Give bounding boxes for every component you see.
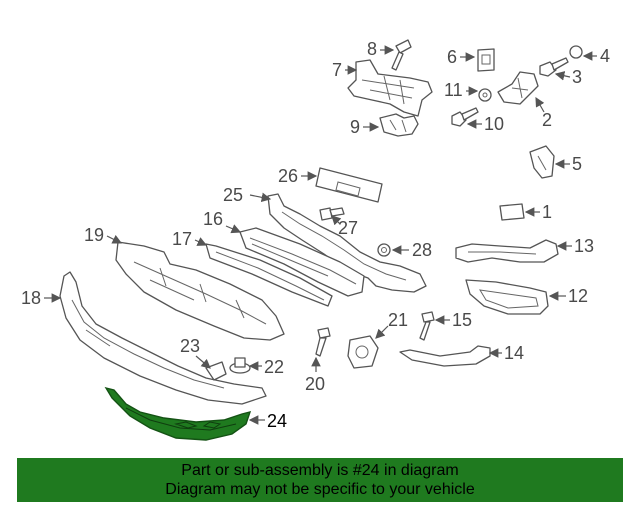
callout-3[interactable]: 3: [572, 67, 582, 87]
callout-20[interactable]: 20: [305, 374, 325, 394]
callout-25[interactable]: 25: [223, 185, 243, 205]
part-17-strip[interactable]: [205, 243, 333, 307]
callout-27[interactable]: 27: [338, 218, 358, 238]
callout-11[interactable]: 11: [444, 80, 463, 100]
part-26-plate[interactable]: [315, 167, 383, 203]
part-24-lower-trim[interactable]: [104, 386, 252, 441]
part-22-nut[interactable]: [229, 357, 251, 374]
part-6-clip[interactable]: [477, 48, 495, 72]
callout-7[interactable]: 7: [332, 60, 342, 80]
banner-line-2: Diagram may not be specific to your vehi…: [165, 481, 475, 498]
part-25-support-bar[interactable]: [267, 193, 427, 293]
callout-23[interactable]: 23: [180, 336, 200, 356]
callout-14[interactable]: 14: [504, 343, 524, 363]
leader-27: [331, 215, 342, 226]
callout-13[interactable]: 13: [574, 236, 594, 256]
callout-21[interactable]: 21: [388, 310, 408, 330]
callout-5[interactable]: 5: [572, 154, 582, 174]
part-18-bumper-cover[interactable]: [59, 271, 267, 405]
callout-8[interactable]: 8: [367, 39, 377, 59]
part-1-clip[interactable]: [499, 203, 525, 221]
part-9-bracket[interactable]: [379, 113, 419, 137]
part-23-clip[interactable]: [205, 361, 227, 381]
callout-1[interactable]: 1: [542, 202, 552, 222]
part-11-washer[interactable]: [478, 88, 492, 102]
callout-16[interactable]: 16: [203, 209, 223, 229]
leader-25: [249, 192, 272, 203]
callout-10[interactable]: 10: [484, 114, 504, 134]
part-7-bracket[interactable]: [347, 59, 433, 117]
part-8-bolt[interactable]: [391, 39, 412, 71]
leader-19: [106, 234, 123, 244]
leader-21: [375, 325, 389, 339]
part-13-trim[interactable]: [455, 239, 559, 263]
callout-2[interactable]: 2: [542, 110, 552, 130]
callout-6[interactable]: 6: [447, 47, 457, 67]
part-10-bolt[interactable]: [451, 107, 479, 127]
callout-17[interactable]: 17: [172, 229, 192, 249]
part-20-screw[interactable]: [315, 327, 331, 357]
part-24-fill: [104, 386, 252, 441]
callout-18[interactable]: 18: [21, 288, 41, 308]
part-4-washer[interactable]: [569, 45, 583, 59]
banner-line-1: Part or sub-assembly is #24 in diagram: [181, 462, 459, 479]
leader-23: [195, 355, 211, 369]
callout-15[interactable]: 15: [452, 310, 472, 330]
part-15-bolt[interactable]: [419, 311, 435, 341]
callout-26[interactable]: 26: [278, 166, 298, 186]
part-3-bolt[interactable]: [539, 57, 569, 77]
leader-16: [225, 224, 242, 234]
callout-12[interactable]: 12: [568, 286, 588, 306]
callout-9[interactable]: 9: [350, 117, 360, 137]
callout-28[interactable]: 28: [412, 240, 432, 260]
part-21-sensor[interactable]: [347, 335, 379, 369]
callout-4[interactable]: 4: [600, 46, 610, 66]
leader-17: [194, 237, 208, 246]
part-2-mount[interactable]: [497, 71, 539, 105]
callout-19[interactable]: 19: [84, 225, 104, 245]
info-banner: Part or sub-assembly is #24 in diagram D…: [17, 458, 623, 502]
leader-2: [535, 96, 545, 113]
callout-22[interactable]: 22: [264, 357, 284, 377]
parts-diagram: 8 7 6 11 9 10 4 3: [21, 39, 610, 441]
part-14-bracket[interactable]: [399, 345, 491, 367]
part-19-lower-panel[interactable]: [115, 241, 285, 341]
part-12-lamp-housing[interactable]: [465, 279, 549, 315]
part-5-bracket[interactable]: [529, 145, 555, 179]
callout-24[interactable]: 24: [267, 411, 287, 431]
part-16-grille-strip[interactable]: [239, 227, 365, 297]
leader-3: [554, 71, 571, 81]
part-28-clip[interactable]: [377, 243, 391, 257]
